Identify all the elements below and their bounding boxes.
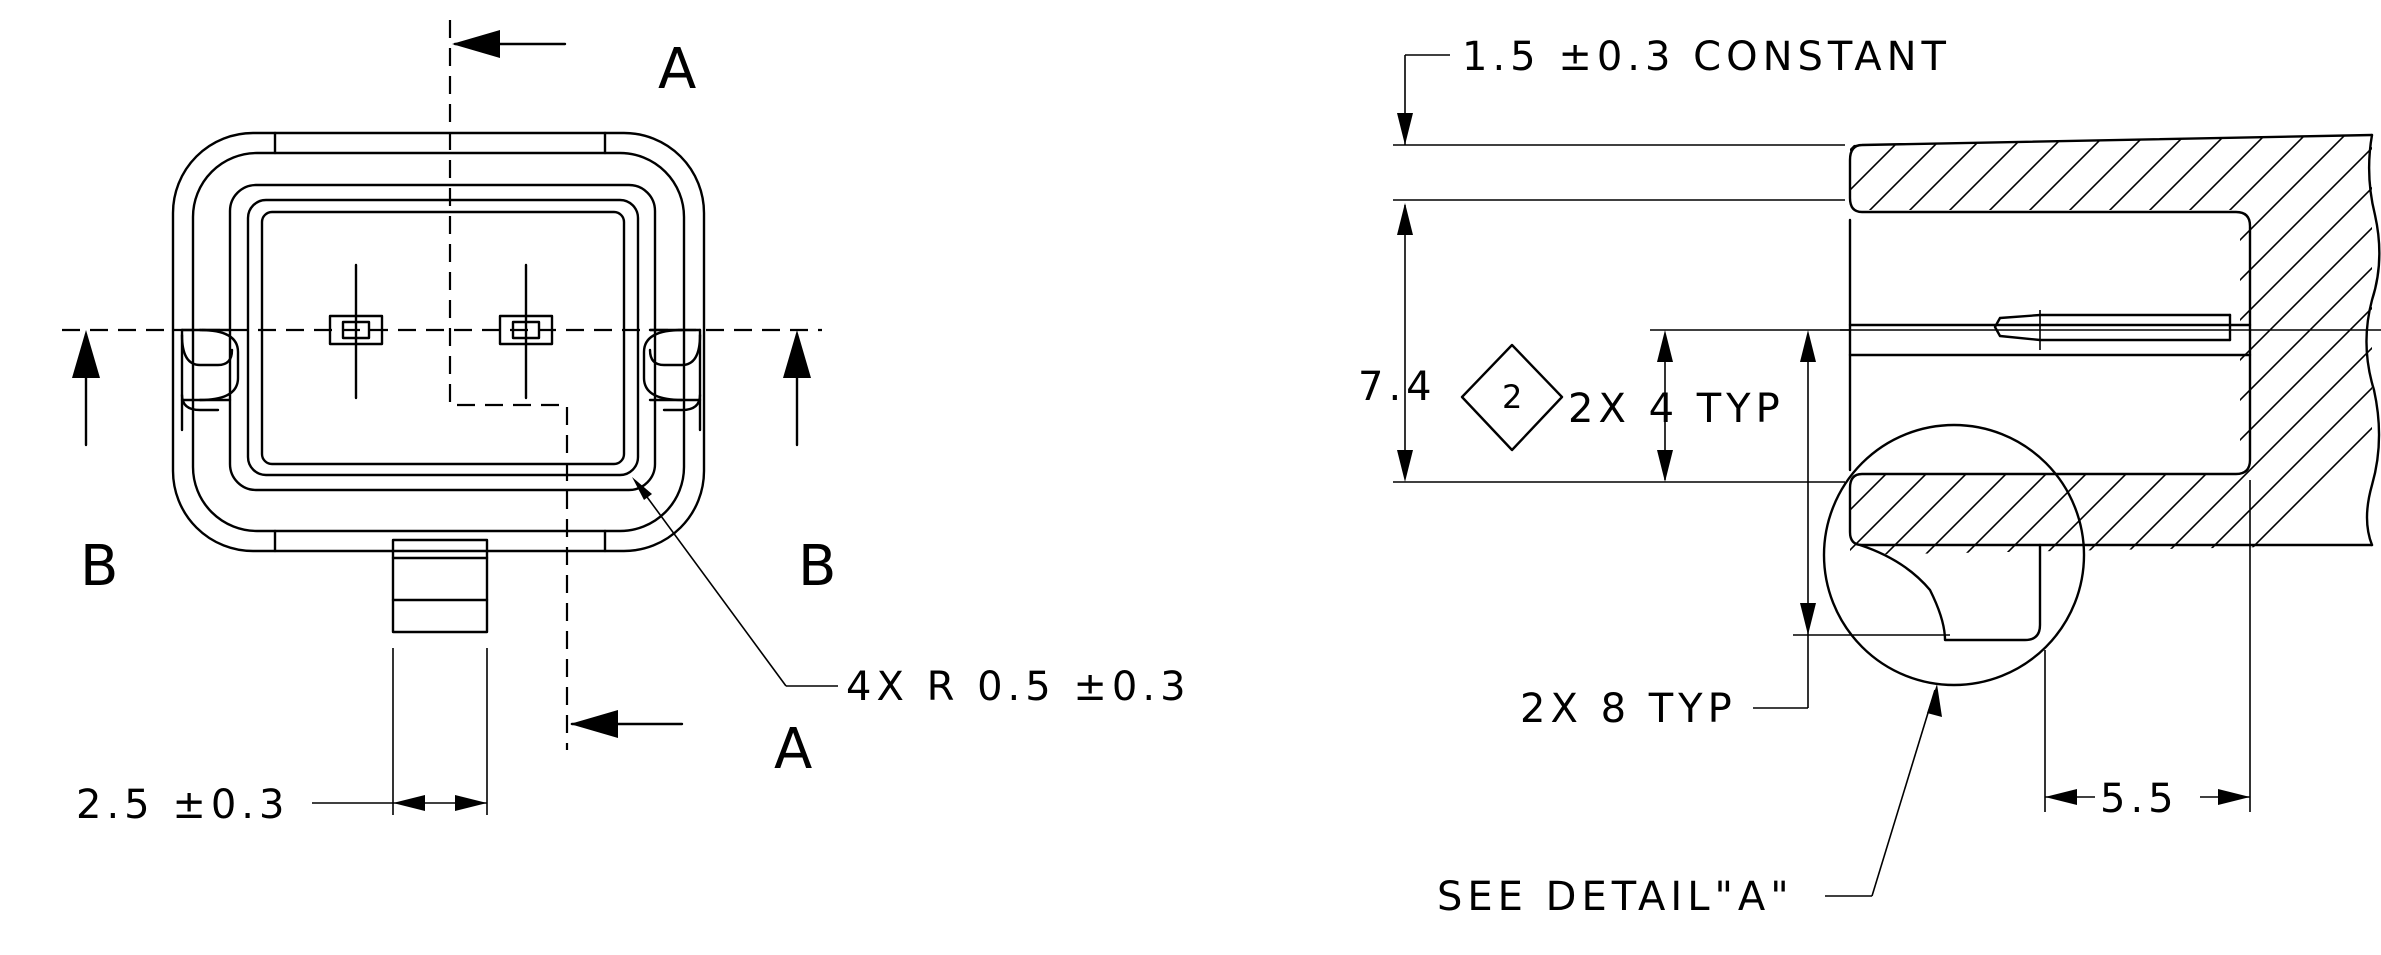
constant-dim-label: 1.5 ±0.3 CONSTANT bbox=[1462, 34, 1951, 80]
width-dim-label: 2.5 ±0.3 bbox=[76, 782, 289, 828]
radius-note: 4X R 0.5 ±0.3 bbox=[846, 664, 1191, 710]
right-latch-notch bbox=[648, 328, 702, 412]
section-label-a-top: A bbox=[658, 37, 696, 102]
section-lines bbox=[62, 20, 822, 750]
width-dimension bbox=[312, 795, 487, 811]
datum-diamond: 2 bbox=[1460, 343, 1564, 452]
connector-shell-rim bbox=[191, 151, 686, 533]
typ-8-label: 2X 8 TYP bbox=[1520, 686, 1737, 732]
cavity-wall-inner bbox=[260, 210, 626, 466]
typ-4-label: 2X 4 TYP bbox=[1568, 386, 1785, 432]
radius-leader bbox=[632, 477, 838, 687]
detail-a-circle bbox=[1822, 423, 2086, 687]
arrow-up-icon bbox=[72, 330, 100, 378]
right-dimensions bbox=[1393, 54, 2251, 897]
key-tab bbox=[391, 538, 489, 634]
section-arrows bbox=[72, 30, 811, 738]
connector-front-view bbox=[171, 131, 706, 815]
section-label-a-bottom: A bbox=[774, 717, 812, 782]
section-break-line bbox=[2365, 133, 2381, 547]
depth-dim-label: 5.5 bbox=[2100, 776, 2179, 822]
latch-detail bbox=[1858, 543, 2042, 642]
left-latch-notch-outline bbox=[180, 328, 240, 432]
height-dim-label: 7.4 bbox=[1358, 364, 1437, 410]
contact-pin-right bbox=[498, 263, 554, 400]
cavity-wall-outer bbox=[228, 183, 657, 492]
detail-note: SEE DETAIL"A" bbox=[1437, 874, 1794, 920]
arrow-up-icon bbox=[783, 330, 811, 378]
connector-outer-shell bbox=[171, 131, 706, 553]
left-latch-notch bbox=[180, 328, 234, 412]
contact-pin-left bbox=[328, 263, 384, 400]
section-label-b-left: B bbox=[80, 534, 118, 599]
section-outer-outline bbox=[1848, 133, 2374, 547]
cavity-wall-mid bbox=[246, 198, 640, 477]
section-label-b-right: B bbox=[798, 534, 836, 599]
arrow-left-icon bbox=[570, 710, 618, 738]
section-a-a-line bbox=[448, 20, 569, 750]
arrow-left-icon bbox=[452, 30, 500, 58]
right-latch-notch-outline bbox=[642, 328, 702, 432]
diamond-symbol-label: 2 bbox=[1502, 378, 1522, 416]
